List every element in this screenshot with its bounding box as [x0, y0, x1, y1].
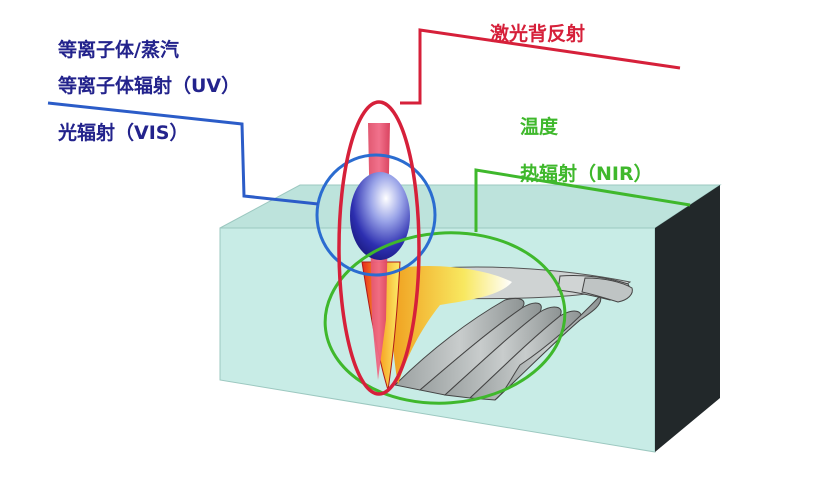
workpiece-side-face: [655, 185, 720, 452]
temperature-label: 温度: [520, 115, 559, 138]
plasma-vapor-label: 等离子体/蒸汽: [57, 38, 179, 61]
thermal-radiation-ellipse: [323, 231, 567, 405]
plasma-leader: [47, 101, 319, 206]
plasma-radiation-label: 等离子体辐射（UV）: [57, 74, 240, 97]
workpiece-top-face: [219, 184, 722, 229]
laser-back-reflection-label: 激光背反射: [490, 22, 585, 45]
light-radiation-label: 光辐射（VIS）: [57, 121, 188, 144]
plasma-radiation-circle: [315, 153, 437, 277]
workpiece-front-face: [219, 227, 656, 453]
thermal-radiation-label: 热辐射（NIR）: [520, 162, 653, 185]
laser-reflection-ellipse: [337, 100, 421, 396]
laser-reflection-leader: [400, 28, 681, 105]
thermal-leader: [474, 168, 691, 232]
melt-pool: [391, 265, 512, 385]
plasma-plume: [350, 172, 410, 260]
